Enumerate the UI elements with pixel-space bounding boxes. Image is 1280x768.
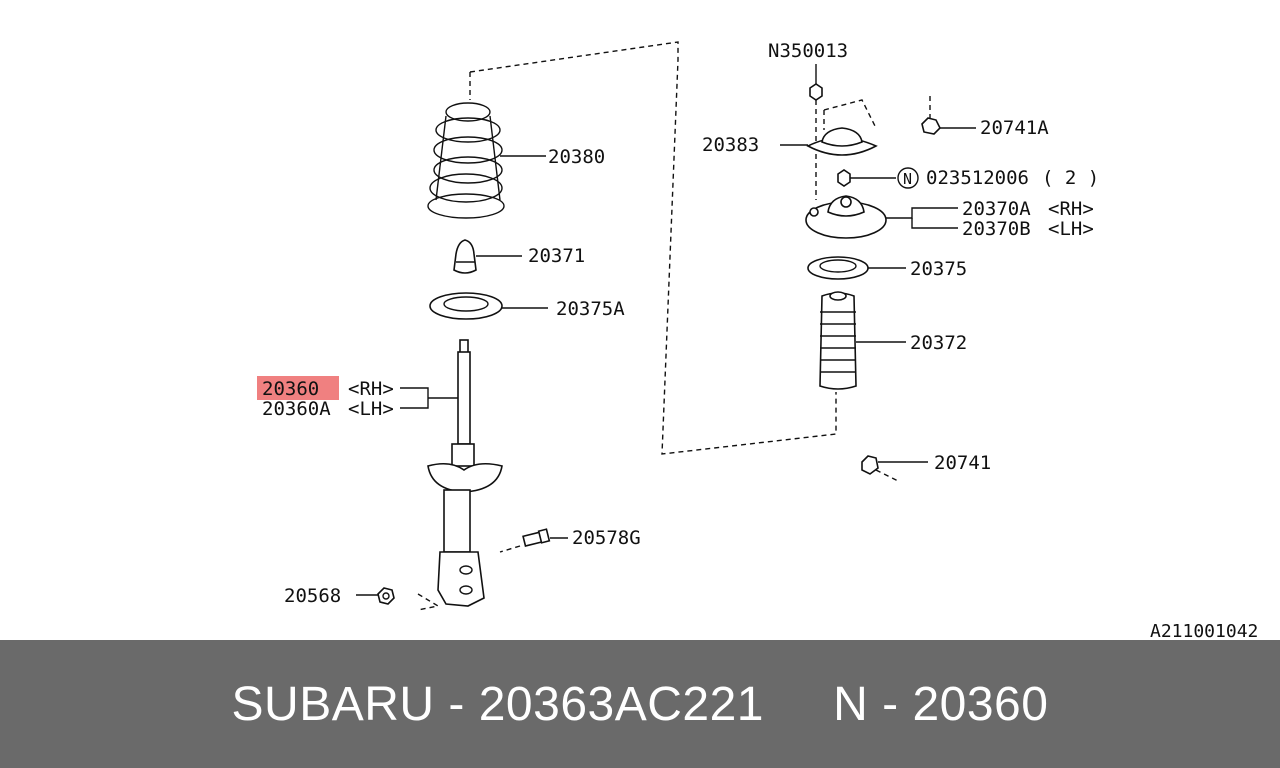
part-label-20741: 20741 — [934, 452, 991, 474]
quantity-label: ( 2 ) — [1042, 167, 1099, 189]
side-label-lh: <LH> — [1048, 218, 1094, 240]
strut-assembly-icon — [427, 339, 503, 607]
bump-stop-icon — [453, 239, 477, 274]
part-label-20360: 20360 — [262, 378, 319, 400]
part-label-20578g: 20578G — [572, 527, 641, 549]
part-label-20375: 20375 — [910, 258, 967, 280]
part-label-20383: 20383 — [702, 134, 759, 156]
part-label-20370b: 20370B — [962, 218, 1031, 240]
lock-nut-icon — [921, 117, 941, 135]
strut-assembly-drawing: N350013 20741A 20383 N 023512006 ( 2 ) 2… — [257, 40, 1258, 640]
bolt-icon — [522, 528, 551, 547]
bolt-axis-line — [499, 545, 521, 553]
n-symbol-circle — [897, 167, 919, 189]
part-label-20372: 20372 — [910, 332, 967, 354]
strut-mount-icon — [805, 195, 887, 239]
part-label-20371: 20371 — [528, 245, 585, 267]
flange-nut-icon — [809, 83, 823, 101]
bolt-axis-line — [875, 469, 901, 483]
bracket-line — [400, 387, 429, 409]
spring-seat-icon — [429, 292, 503, 320]
assembly-boundary-line — [469, 41, 837, 455]
part-label-20360a: 20360A — [262, 398, 331, 420]
hex-nut-icon — [837, 169, 851, 187]
part-label-20380: 20380 — [548, 146, 605, 168]
bracket-line — [911, 218, 958, 229]
part-label-20375a: 20375A — [556, 298, 625, 320]
part-label-20741a: 20741A — [980, 117, 1049, 139]
strut-cap-icon — [806, 99, 878, 156]
diagram-reference-code: A211001042 — [1150, 621, 1258, 640]
part-label-n350013: N350013 — [768, 40, 848, 62]
part-label-n023512006: 023512006 — [926, 167, 1029, 189]
part-number-banner: SUBARU - 20363AC221 N - 20360 — [0, 640, 1280, 768]
part-label-20370a: 20370A — [962, 198, 1031, 220]
parts-diagram: N350013 20741A 20383 N 023512006 ( 2 ) 2… — [257, 40, 1259, 640]
bracket-line — [886, 207, 958, 219]
dust-boot-icon — [819, 291, 857, 390]
flange-nut-icon — [861, 455, 879, 475]
nut-icon — [377, 587, 395, 605]
bracket-axis-line — [417, 593, 440, 611]
n-symbol-label: N — [903, 170, 912, 188]
coil-spring-icon — [427, 102, 505, 219]
part-label-20568: 20568 — [284, 585, 341, 607]
side-label-rh: <RH> — [1048, 198, 1094, 220]
highlight-box — [257, 376, 339, 400]
part-number-text: SUBARU - 20363AC221 N - 20360 — [231, 677, 1049, 731]
spring-pad-icon — [807, 256, 869, 280]
side-label-rh: <RH> — [348, 378, 394, 400]
side-label-lh: <LH> — [348, 398, 394, 420]
